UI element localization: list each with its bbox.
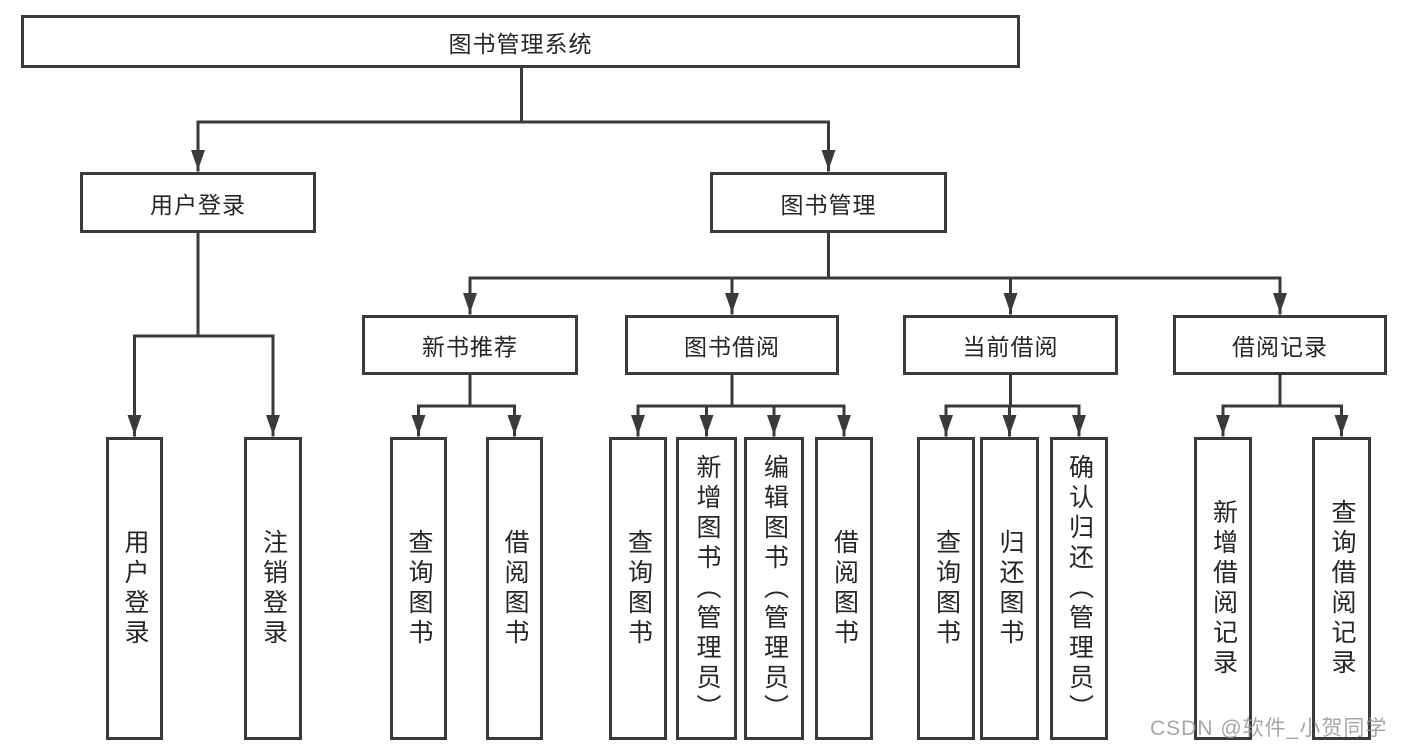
node-label: 图书管理 (780, 191, 877, 218)
node-label: 图书管理系统 (448, 30, 593, 57)
leaf-query-borrow-record: 查询借阅记录 (1312, 437, 1371, 740)
node-label: 编辑图书（管理员） (760, 453, 789, 724)
leaf-edit-books-admin: 编辑图书（管理员） (744, 437, 804, 740)
node-label: 新增借阅记录 (1209, 498, 1238, 679)
leaf-query-books-current: 查询图书 (917, 437, 975, 740)
leaf-add-borrow-record: 新增借阅记录 (1194, 437, 1252, 740)
csdn-watermark: CSDN @软件_小贺同学 (1150, 717, 1388, 740)
leaf-confirm-return-admin: 确认归还（管理员） (1050, 437, 1108, 740)
node-label: 新增图书（管理员） (693, 453, 721, 724)
node-book-borrowing: 图书借阅 (625, 315, 839, 375)
node-label: 确认归还（管理员） (1065, 453, 1094, 724)
node-label: 新书推荐 (422, 334, 518, 360)
leaf-borrow-books-recommend: 借阅图书 (486, 437, 543, 740)
node-label: 借阅图书 (501, 528, 529, 649)
node-label: 查询图书 (405, 528, 433, 649)
node-library-management-system: 图书管理系统 (21, 15, 1020, 68)
node-label: 查询借阅记录 (1328, 498, 1356, 679)
leaf-add-books-admin: 新增图书（管理员） (676, 437, 737, 740)
leaf-query-books-recommend: 查询图书 (390, 437, 447, 740)
leaf-borrow-books-borrowing: 借阅图书 (815, 437, 873, 740)
node-label: 用户登录 (150, 191, 246, 218)
node-label: 借阅图书 (830, 528, 859, 649)
node-book-management: 图书管理 (710, 172, 947, 233)
node-label: 当前借阅 (962, 334, 1059, 360)
leaf-user-login: 用户登录 (106, 437, 163, 740)
node-label: 借阅记录 (1232, 334, 1328, 360)
node-label: 注销登录 (259, 528, 288, 649)
node-label: 用户登录 (121, 528, 149, 649)
leaf-return-books: 归还图书 (980, 437, 1039, 740)
node-current-borrowing: 当前借阅 (903, 315, 1118, 375)
node-label: 图书借阅 (684, 334, 780, 360)
leaf-query-books-borrowing: 查询图书 (609, 437, 667, 740)
node-user-login: 用户登录 (80, 172, 316, 233)
leaf-logout: 注销登录 (244, 437, 302, 740)
node-new-book-recommend: 新书推荐 (362, 315, 578, 375)
node-label: 归还图书 (996, 528, 1024, 649)
node-borrowing-records: 借阅记录 (1173, 315, 1387, 375)
node-label: 查询图书 (932, 528, 961, 649)
node-label: 查询图书 (624, 528, 653, 649)
